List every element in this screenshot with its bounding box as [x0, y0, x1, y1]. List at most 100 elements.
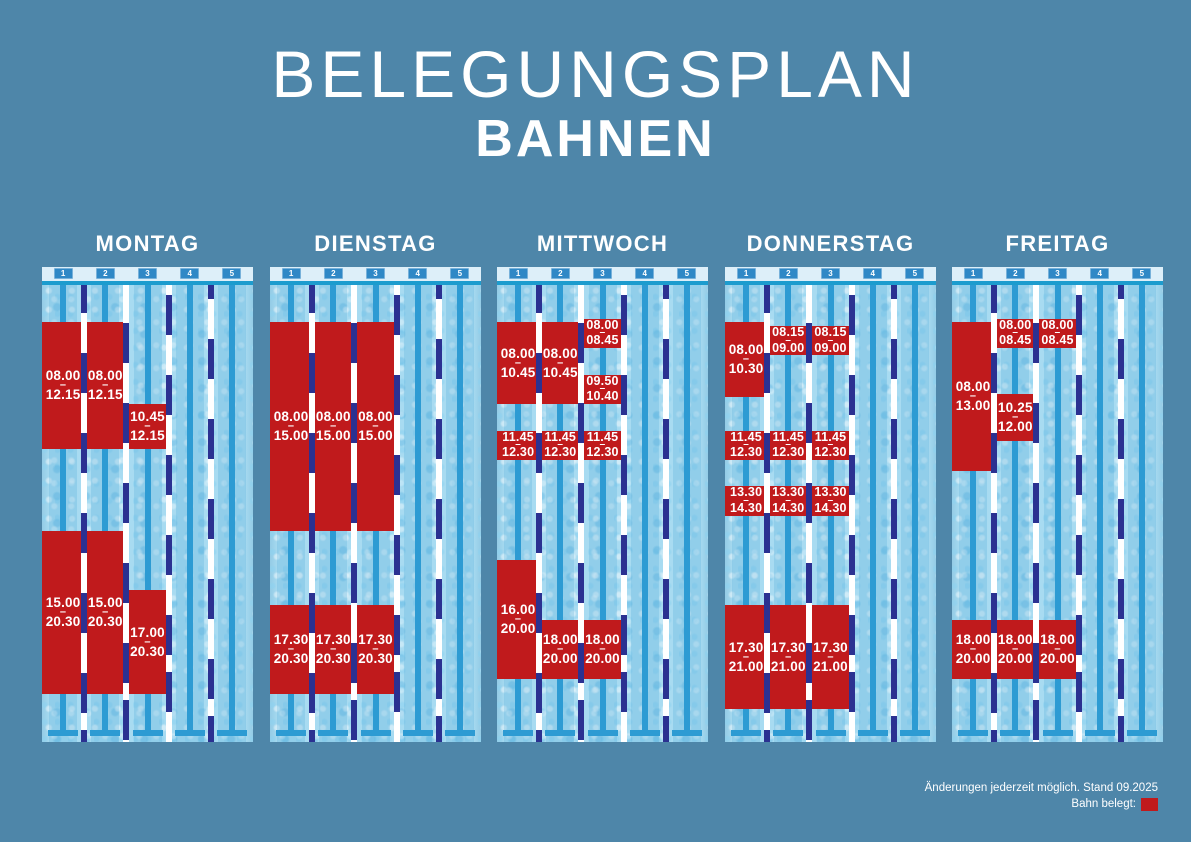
lane-floor-t-mark: [958, 730, 989, 736]
occupied-block: 13.30–14.30: [767, 485, 810, 516]
pool-edge-line: [725, 281, 936, 285]
lane-floor-t-mark: [318, 730, 349, 736]
occupied-block: 08.15–09.00: [767, 326, 810, 356]
end-time: 20.00: [585, 651, 620, 667]
day-label: MONTAG: [95, 231, 200, 256]
time-range-dash: –: [102, 605, 109, 618]
occupied-block: 10.45–12.15: [126, 404, 169, 449]
time-range-dash: –: [742, 650, 750, 663]
lane-floor-t-mark: [216, 730, 247, 736]
lane-number-tag: 1: [281, 268, 301, 279]
occupied-block: 13.30–14.30: [809, 485, 852, 516]
time-range-dash: –: [287, 419, 295, 432]
end-time: 20.00: [542, 651, 578, 667]
start-time: 08.00: [1041, 317, 1074, 332]
lane-floor-t-mark: [402, 730, 433, 736]
start-time: 18.00: [585, 632, 620, 648]
lane-floor-line: [1054, 285, 1061, 730]
time-range-dash: –: [969, 390, 977, 403]
time-range-dash: –: [144, 635, 151, 648]
end-time: 20.30: [130, 643, 165, 659]
end-time: 20.00: [997, 651, 1033, 667]
start-time: 08.00: [273, 408, 309, 424]
lane-number-tag: 3: [593, 268, 612, 279]
lane-rope: [536, 285, 543, 742]
end-time: 12.30: [814, 445, 847, 460]
lane-number-tag: 3: [138, 268, 157, 279]
lane-rope: [207, 285, 214, 742]
start-time: 08.00: [45, 367, 81, 383]
start-time: 15.00: [45, 594, 81, 610]
start-time: 11.45: [586, 429, 619, 444]
lane-floor-t-mark: [899, 730, 930, 736]
end-time: 15.00: [315, 427, 351, 443]
end-time: 12.30: [544, 445, 577, 460]
occupied-block: 11.45–12.30: [809, 429, 852, 460]
lane-number-tag: 1: [963, 268, 983, 279]
start-time: 17.30: [813, 639, 848, 655]
day-label: DONNERSTAG: [746, 231, 915, 256]
end-time: 20.00: [1040, 651, 1075, 667]
pool-edge-line: [42, 281, 253, 285]
lane-number-tag: 4: [408, 268, 428, 279]
lane-floor-line: [186, 285, 193, 730]
lane-rope: [764, 285, 771, 742]
start-time: 08.00: [542, 345, 578, 361]
occupied-block: 08.00–13.00: [952, 322, 995, 472]
day-label: DIENSTAG: [314, 231, 437, 256]
occupied-block: 08.00–08.45: [1036, 317, 1079, 348]
end-time: 13.00: [955, 398, 991, 414]
time-range-dash: –: [1012, 327, 1019, 339]
lane-floor-line: [414, 285, 421, 730]
end-time: 09.00: [772, 340, 805, 355]
time-range-dash: –: [1054, 327, 1061, 339]
start-time: 11.45: [544, 429, 577, 444]
occupied-block: 08.00–15.00: [354, 322, 397, 531]
lane-floor-line: [599, 285, 606, 730]
lane-floor-line: [1096, 285, 1103, 730]
occupied-block: 16.00–20.00: [497, 560, 540, 680]
main-title: BELEGUNGSPLAN BAHNEN: [0, 38, 1191, 168]
occupied-block: 17.30–21.00: [725, 605, 768, 710]
end-time: 15.00: [358, 427, 393, 443]
lane-rope: [165, 285, 172, 742]
lane-rope: [123, 285, 130, 742]
lane-number-tag: 4: [1090, 268, 1110, 279]
lane-floor-line: [557, 285, 564, 730]
start-time: 13.30: [729, 485, 763, 500]
occupied-block: 17.30–21.00: [809, 605, 852, 710]
lane-number-tag: 4: [863, 268, 883, 279]
lane-rope: [1075, 285, 1082, 742]
start-time: 17.30: [358, 632, 393, 648]
lane-rope: [1117, 285, 1124, 742]
start-time: 17.30: [728, 639, 764, 655]
end-time: 21.00: [728, 658, 764, 674]
lane-number-tag: 5: [450, 268, 470, 279]
lane-number-tag: 2: [778, 268, 798, 279]
time-range-dash: –: [827, 650, 834, 663]
lane-floor-line: [970, 285, 977, 730]
occupied-block: 18.00–20.00: [994, 619, 1037, 680]
start-time: 11.45: [730, 429, 762, 444]
end-time: 20.00: [955, 651, 991, 667]
lane-number-tag: 5: [677, 268, 697, 279]
lane-rope: [890, 285, 897, 742]
time-range-dash: –: [557, 356, 564, 369]
start-time: 08.00: [358, 408, 393, 424]
occupied-block: 17.30–20.30: [354, 605, 397, 695]
occupied-block: 08.15–09.00: [809, 326, 852, 356]
occupied-block: 11.45–12.30: [539, 429, 582, 460]
start-time: 11.45: [814, 429, 847, 444]
end-time: 20.30: [87, 613, 123, 629]
lane-rope: [848, 285, 855, 742]
end-time: 08.45: [1041, 333, 1074, 348]
end-time: 08.45: [999, 333, 1032, 348]
occupied-block: 09.50–10.40: [581, 374, 624, 404]
time-range-dash: –: [1054, 643, 1061, 656]
time-range-dash: –: [59, 605, 67, 618]
time-range-dash: –: [827, 439, 834, 451]
